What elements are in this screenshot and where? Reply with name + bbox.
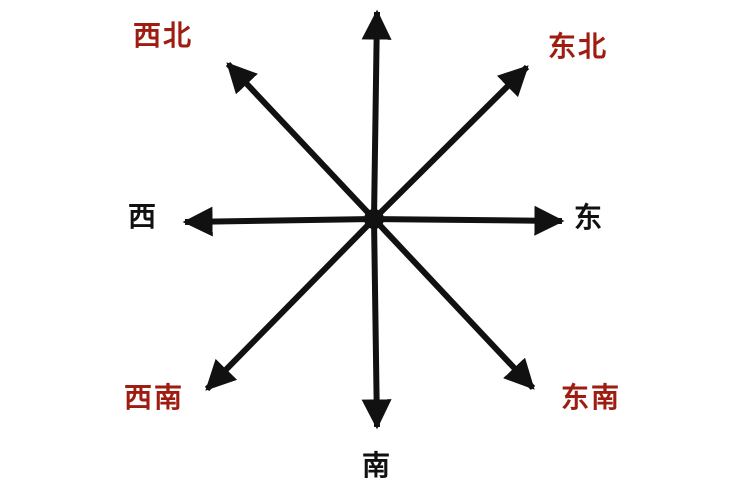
arrow-west: [182, 206, 375, 237]
arrow-southwest: [204, 216, 377, 392]
arrow-south: [361, 218, 392, 430]
arrow-northwest: [225, 61, 377, 222]
arrow-east: [373, 205, 565, 236]
arrow-southeast: [371, 216, 536, 391]
center-dot: [364, 209, 384, 229]
arrow-northeast: [371, 64, 530, 222]
arrow-north: [361, 9, 392, 220]
